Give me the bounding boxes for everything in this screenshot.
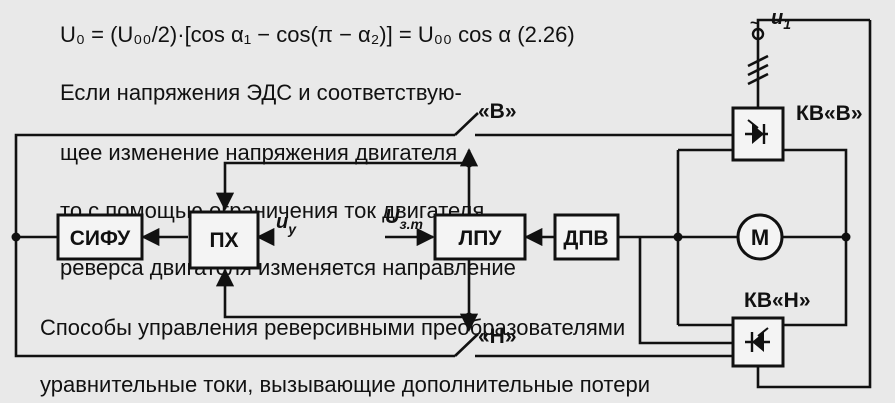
ac-symbol: ~ <box>750 15 759 32</box>
kv-v-converter <box>731 106 785 162</box>
contact-v-label: «В» <box>478 100 517 123</box>
wire-sifu-to-contact-v <box>14 133 455 237</box>
three-phase-ticks <box>747 54 769 86</box>
wire-sifu-to-contact-n <box>14 237 455 358</box>
u-y-label: uу <box>276 211 297 237</box>
contact-n-switch <box>454 333 479 357</box>
wire-dpv-sense <box>638 237 733 345</box>
u-zt-label: Uз.т <box>385 206 423 232</box>
wire-right-bus <box>768 148 848 327</box>
background-text: U₀ = (U₀₀/2)·[cos α₁ − cos(π − α₂)] = U₀… <box>40 22 650 397</box>
motor-label: M <box>751 225 769 250</box>
wire-supply-top <box>756 18 870 40</box>
sifu-label: СИФУ <box>70 227 131 250</box>
bg-line-1: U₀ = (U₀₀/2)·[cos α₁ − cos(π − α₂)] = U₀… <box>60 22 575 47</box>
lpu-label: ЛПУ <box>459 227 503 250</box>
px-label: ПХ <box>209 229 238 252</box>
dpv-block: ДПВ <box>553 213 620 261</box>
kv-n-label: КВ«Н» <box>744 289 811 312</box>
junction-dot <box>11 232 21 242</box>
thyristor-n-icon <box>752 332 764 352</box>
contact-n-label: «Н» <box>478 325 517 348</box>
kv-n-converter <box>731 316 785 368</box>
bg-line-3: щее изменение напряжения двигателя <box>60 140 457 165</box>
kv-v-label: КВ«В» <box>796 102 863 125</box>
px-block: ПХ <box>188 210 260 270</box>
dpv-label: ДПВ <box>563 227 608 250</box>
arrow-to-px-bottom <box>215 268 469 319</box>
sifu-block: СИФУ <box>56 213 144 261</box>
arrow-to-px-top <box>215 161 469 211</box>
bg-line-7: уравнительные токи, вызывающие дополните… <box>40 372 650 397</box>
lpu-block: ЛПУ <box>433 213 527 261</box>
motor-icon <box>736 213 784 261</box>
u1-label: u1 <box>771 7 791 32</box>
bg-line-6: Способы управления реверсивными преобраз… <box>40 315 625 340</box>
wire-supply-to-kvn <box>756 20 872 389</box>
bg-line-2: Если напряжения ЭДС и соответствую- <box>60 80 462 105</box>
thyristor-v-icon <box>752 124 764 144</box>
contact-v-switch <box>454 112 479 136</box>
motor: M <box>736 213 784 261</box>
